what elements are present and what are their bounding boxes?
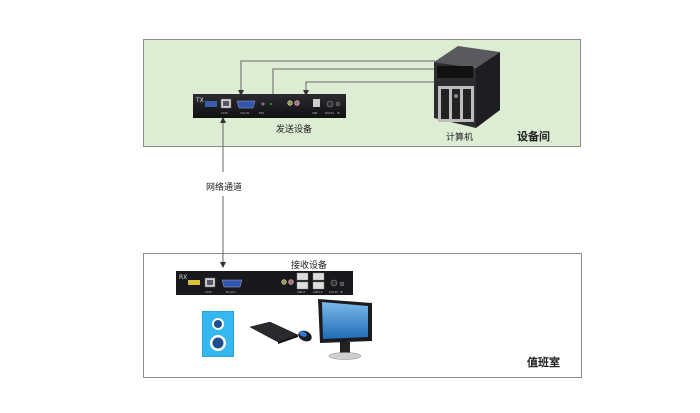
computer-tower: [434, 46, 500, 128]
tx-port-ir: [335, 101, 341, 107]
server-room-label: 设备间: [517, 130, 550, 143]
tx-port-esd: [261, 102, 265, 106]
transmitter-label: 发送设备: [276, 125, 313, 135]
rx-port-usb-3: [312, 272, 325, 281]
rx-port-ir: [339, 281, 345, 287]
svg-text:IR: IR: [337, 111, 340, 115]
svg-text:RX: RX: [179, 274, 187, 281]
keyboard: [250, 322, 299, 344]
mouse: [298, 330, 312, 342]
network-channel-label: 网络通道: [206, 183, 243, 193]
svg-text:USB2.0: USB2.0: [313, 290, 323, 294]
computer-label: 计算机: [446, 133, 474, 143]
monitor: [318, 299, 372, 360]
svg-text:USB-IF: USB-IF: [297, 290, 306, 294]
rx-port-usb-4: [312, 281, 325, 290]
tx-port-dvi: [205, 101, 217, 107]
rx-port-usb-2: [296, 281, 309, 290]
tx-port-vga: [236, 100, 256, 109]
svg-text:VGA IN: VGA IN: [240, 111, 249, 115]
tx-port-dc: [326, 100, 334, 108]
server-room-zone: [143, 39, 581, 147]
speaker: [202, 311, 234, 357]
tx-port-mic: [294, 100, 300, 106]
duty-room-label: 值班室: [527, 356, 560, 369]
svg-text:CAT6: CAT6: [221, 111, 228, 115]
rx-port-audio-out: [281, 279, 287, 285]
rx-port-dvi: [188, 280, 200, 285]
svg-text:DC12V: DC12V: [329, 290, 338, 294]
receiver-label: 接收设备: [291, 261, 328, 271]
rx-port-dc: [330, 279, 338, 287]
svg-text:USB: USB: [312, 111, 318, 115]
svg-text:TX: TX: [195, 97, 204, 104]
tx-port-audio-out: [287, 100, 293, 106]
svg-text:ESD: ESD: [259, 111, 264, 115]
svg-text:DC12V: DC12V: [325, 111, 334, 115]
rx-port-monitor: [221, 279, 243, 288]
svg-text:IR: IR: [340, 290, 343, 294]
rx-port-usb-1: [296, 272, 309, 281]
tx-port-usb: [313, 99, 320, 107]
svg-text:CAT6: CAT6: [205, 290, 212, 294]
rx-port-mic: [288, 279, 294, 285]
svg-text:Monitor: Monitor: [226, 290, 237, 294]
